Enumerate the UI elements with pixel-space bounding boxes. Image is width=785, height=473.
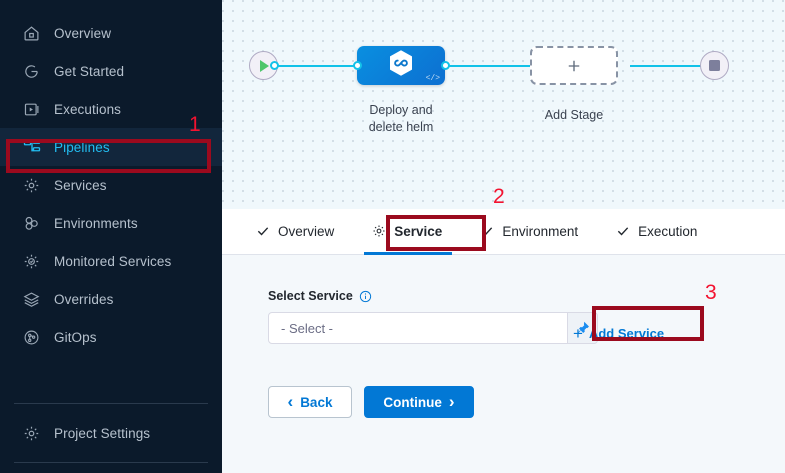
form-buttons: ‹ Back Continue › (268, 386, 785, 418)
tab-label: Overview (278, 224, 335, 239)
stage-node-output-port (441, 61, 450, 70)
add-service-label: Add Service (588, 326, 665, 341)
continue-label: Continue (383, 394, 442, 410)
stage-node-caption: Deploy and delete helm (331, 102, 471, 136)
sidebar-item-label: Executions (54, 101, 122, 117)
stage-caption-line-1: Deploy and (369, 103, 433, 117)
pipelines-icon (22, 138, 41, 157)
tab-environment[interactable]: Environment (468, 209, 604, 255)
select-service-label-row: Select Service (268, 289, 785, 303)
add-service-button[interactable]: + Add Service (565, 319, 672, 348)
select-service-label: Select Service (268, 289, 353, 303)
start-node[interactable] (249, 51, 278, 80)
service-form: Select Service - Select - (222, 255, 785, 473)
environments-icon (22, 214, 41, 233)
check-icon (256, 224, 270, 240)
pipeline-connector-2 (437, 65, 547, 67)
get-started-icon (22, 62, 41, 81)
sidebar: Overview Get Started Executions (0, 0, 222, 473)
stop-icon (709, 60, 720, 71)
main-panel: </> Deploy and delete helm Add Stage (222, 0, 785, 473)
tab-label: Environment (502, 224, 579, 239)
sidebar-item-label: Overview (54, 25, 112, 41)
gitops-icon (22, 328, 41, 347)
chevron-left-icon: ‹ (287, 392, 294, 411)
plus-icon (568, 60, 580, 71)
sidebar-item-label: Overrides (54, 291, 114, 307)
sidebar-item-project-settings[interactable]: Project Settings (0, 414, 222, 452)
sidebar-item-gitops[interactable]: GitOps (0, 318, 222, 356)
chevron-right-icon: › (448, 392, 455, 411)
back-button[interactable]: ‹ Back (268, 386, 352, 418)
sidebar-bottom-section: Project Settings (0, 393, 222, 473)
end-node[interactable] (700, 51, 729, 80)
select-service-row: - Select - (268, 312, 785, 344)
tab-service[interactable]: Service (360, 209, 468, 255)
back-label: Back (300, 394, 333, 410)
sidebar-item-label: Monitored Services (54, 253, 172, 269)
stage-tabs: Overview Service Environment (222, 209, 785, 255)
stage-node-deploy-and-delete-helm[interactable]: </> (357, 46, 445, 85)
sidebar-item-label: Project Settings (54, 425, 151, 441)
code-badge-icon: </> (425, 74, 440, 83)
check-icon (616, 224, 630, 240)
tab-overview[interactable]: Overview (244, 209, 360, 255)
executions-icon (22, 100, 41, 119)
pipeline-canvas[interactable]: </> Deploy and delete helm Add Stage (222, 0, 785, 209)
check-icon (480, 224, 494, 240)
sidebar-item-label: GitOps (54, 329, 97, 345)
tab-label: Execution (638, 224, 698, 239)
harness-deploy-icon (388, 49, 414, 82)
sidebar-item-services[interactable]: Services (0, 166, 222, 204)
start-node-port (270, 61, 279, 70)
play-icon (260, 59, 269, 72)
continue-button[interactable]: Continue › (364, 386, 474, 418)
add-stage-caption: Add Stage (544, 108, 604, 122)
home-icon (22, 24, 41, 43)
gear-icon (22, 176, 41, 195)
info-icon[interactable] (359, 290, 372, 303)
pipeline-connector-1 (274, 65, 384, 67)
sidebar-item-monitored-services[interactable]: Monitored Services (0, 242, 222, 280)
sidebar-divider-top (14, 403, 208, 404)
stage-caption-line-2: delete helm (368, 120, 434, 134)
add-stage-button[interactable] (530, 46, 618, 85)
gear-icon (372, 224, 386, 240)
sidebar-item-executions[interactable]: Executions (0, 90, 222, 128)
layers-icon (22, 290, 41, 309)
sidebar-item-overview[interactable]: Overview (0, 14, 222, 52)
plus-icon: + (573, 324, 583, 343)
sidebar-item-label: Environments (54, 215, 138, 231)
pipeline-connector-3 (630, 65, 705, 67)
tab-label: Service (394, 224, 443, 239)
sidebar-item-get-started[interactable]: Get Started (0, 52, 222, 90)
sidebar-item-overrides[interactable]: Overrides (0, 280, 222, 318)
sidebar-divider-bottom (14, 462, 208, 463)
monitored-services-icon (22, 252, 41, 271)
sidebar-item-pipelines[interactable]: Pipelines (0, 128, 222, 166)
sidebar-item-environments[interactable]: Environments (0, 204, 222, 242)
tab-execution[interactable]: Execution (604, 209, 723, 255)
sidebar-item-label: Pipelines (54, 139, 110, 155)
sidebar-item-label: Get Started (54, 63, 125, 79)
sidebar-item-label: Services (54, 177, 107, 193)
gear-icon (22, 424, 41, 443)
stage-node-input-port (353, 61, 362, 70)
select-service-input[interactable]: - Select - (268, 312, 568, 344)
